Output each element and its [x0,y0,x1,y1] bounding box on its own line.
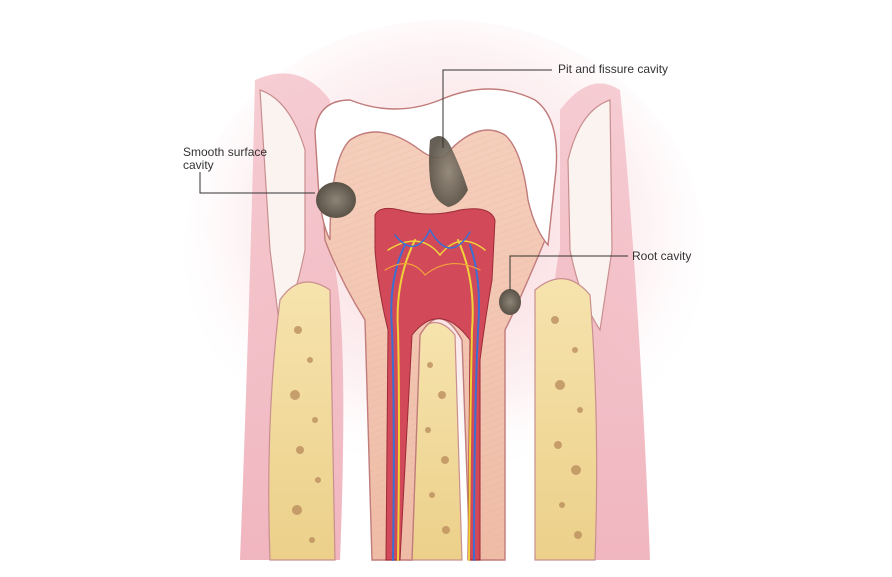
tooth-enamel [314,88,558,247]
root-decay [499,289,521,315]
root-cavity-label: Root cavity [632,249,692,263]
pit-and-fissure-cavity-label: Pit and fissure cavity [558,62,669,76]
smooth-surface-cavity-label: Smooth surface cavity [183,145,268,172]
vessels [384,228,486,561]
left-jaw-bone [268,281,336,561]
bone-pores [290,316,583,543]
pulp-chamber [374,207,496,561]
pit-fissure-decay [429,136,468,207]
leader-lines [199,69,628,290]
smooth-surface-decay [316,182,356,218]
right-neighbor-tooth [567,99,613,332]
right-jaw-bone [534,278,598,561]
